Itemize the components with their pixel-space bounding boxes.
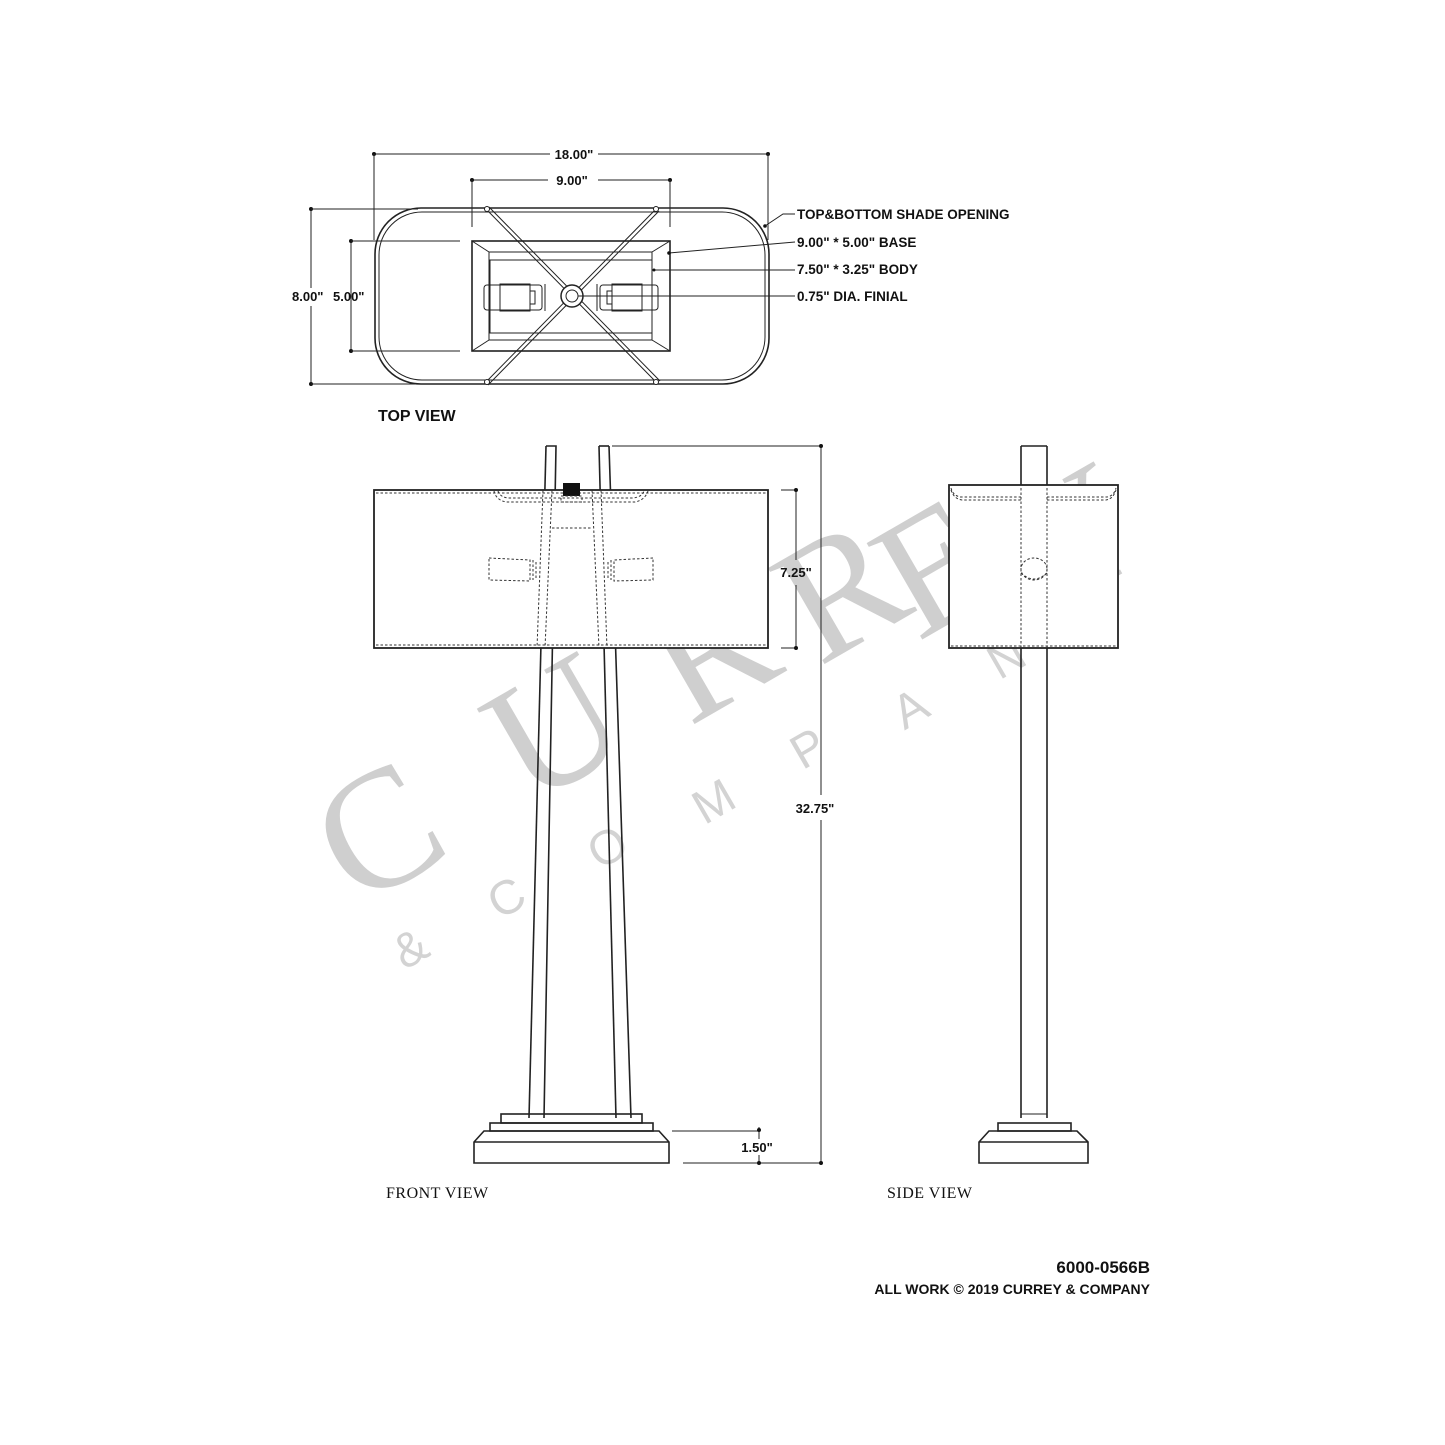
title-block: 6000-0566B ALL WORK © 2019 CURREY & COMP… bbox=[874, 1258, 1150, 1297]
socket-right bbox=[596, 283, 659, 312]
dim-overall-height: 32.75" bbox=[796, 801, 835, 816]
dim-shade-height: 7.25" bbox=[780, 565, 811, 580]
callout-base: 9.00" * 5.00" BASE bbox=[797, 235, 916, 250]
watermark-sub-a: A bbox=[884, 678, 938, 740]
watermark-sub-c: C bbox=[479, 867, 536, 930]
watermark-sub-m: M bbox=[684, 769, 745, 835]
dim-base-depth: 5.00" bbox=[333, 289, 364, 304]
socket-left bbox=[483, 283, 546, 312]
dim-base-height: 1.50" bbox=[741, 1140, 772, 1155]
copyright-notice: ALL WORK © 2019 CURREY & COMPANY bbox=[874, 1281, 1150, 1297]
front-shade bbox=[373, 489, 769, 649]
top-view: 18.00" 9.00" 8.00" 5.00" bbox=[290, 147, 1010, 425]
watermark-sub-p: P bbox=[782, 718, 836, 780]
front-view-label: FRONT VIEW bbox=[386, 1185, 489, 1202]
dim-overall-width: 18.00" bbox=[555, 147, 594, 162]
top-view-label: TOP VIEW bbox=[378, 408, 457, 425]
dim-base-width: 9.00" bbox=[556, 173, 587, 188]
side-view: SIDE VIEW bbox=[887, 445, 1119, 1202]
dim-overall-depth: 8.00" bbox=[292, 289, 323, 304]
callout-body: 7.50" * 3.25" BODY bbox=[797, 262, 918, 277]
front-view: 7.25" 32.75" 1.50" FRONT VIEW bbox=[373, 444, 835, 1202]
part-number: 6000-0566B bbox=[1056, 1258, 1150, 1277]
finial-block bbox=[563, 483, 580, 496]
watermark-letter-c: C bbox=[282, 721, 474, 941]
callout-finial: 0.75" DIA. FINIAL bbox=[797, 289, 908, 304]
side-view-label: SIDE VIEW bbox=[887, 1185, 973, 1202]
side-shade bbox=[948, 484, 1119, 649]
callout-shade-opening: TOP&BOTTOM SHADE OPENING bbox=[797, 207, 1010, 222]
